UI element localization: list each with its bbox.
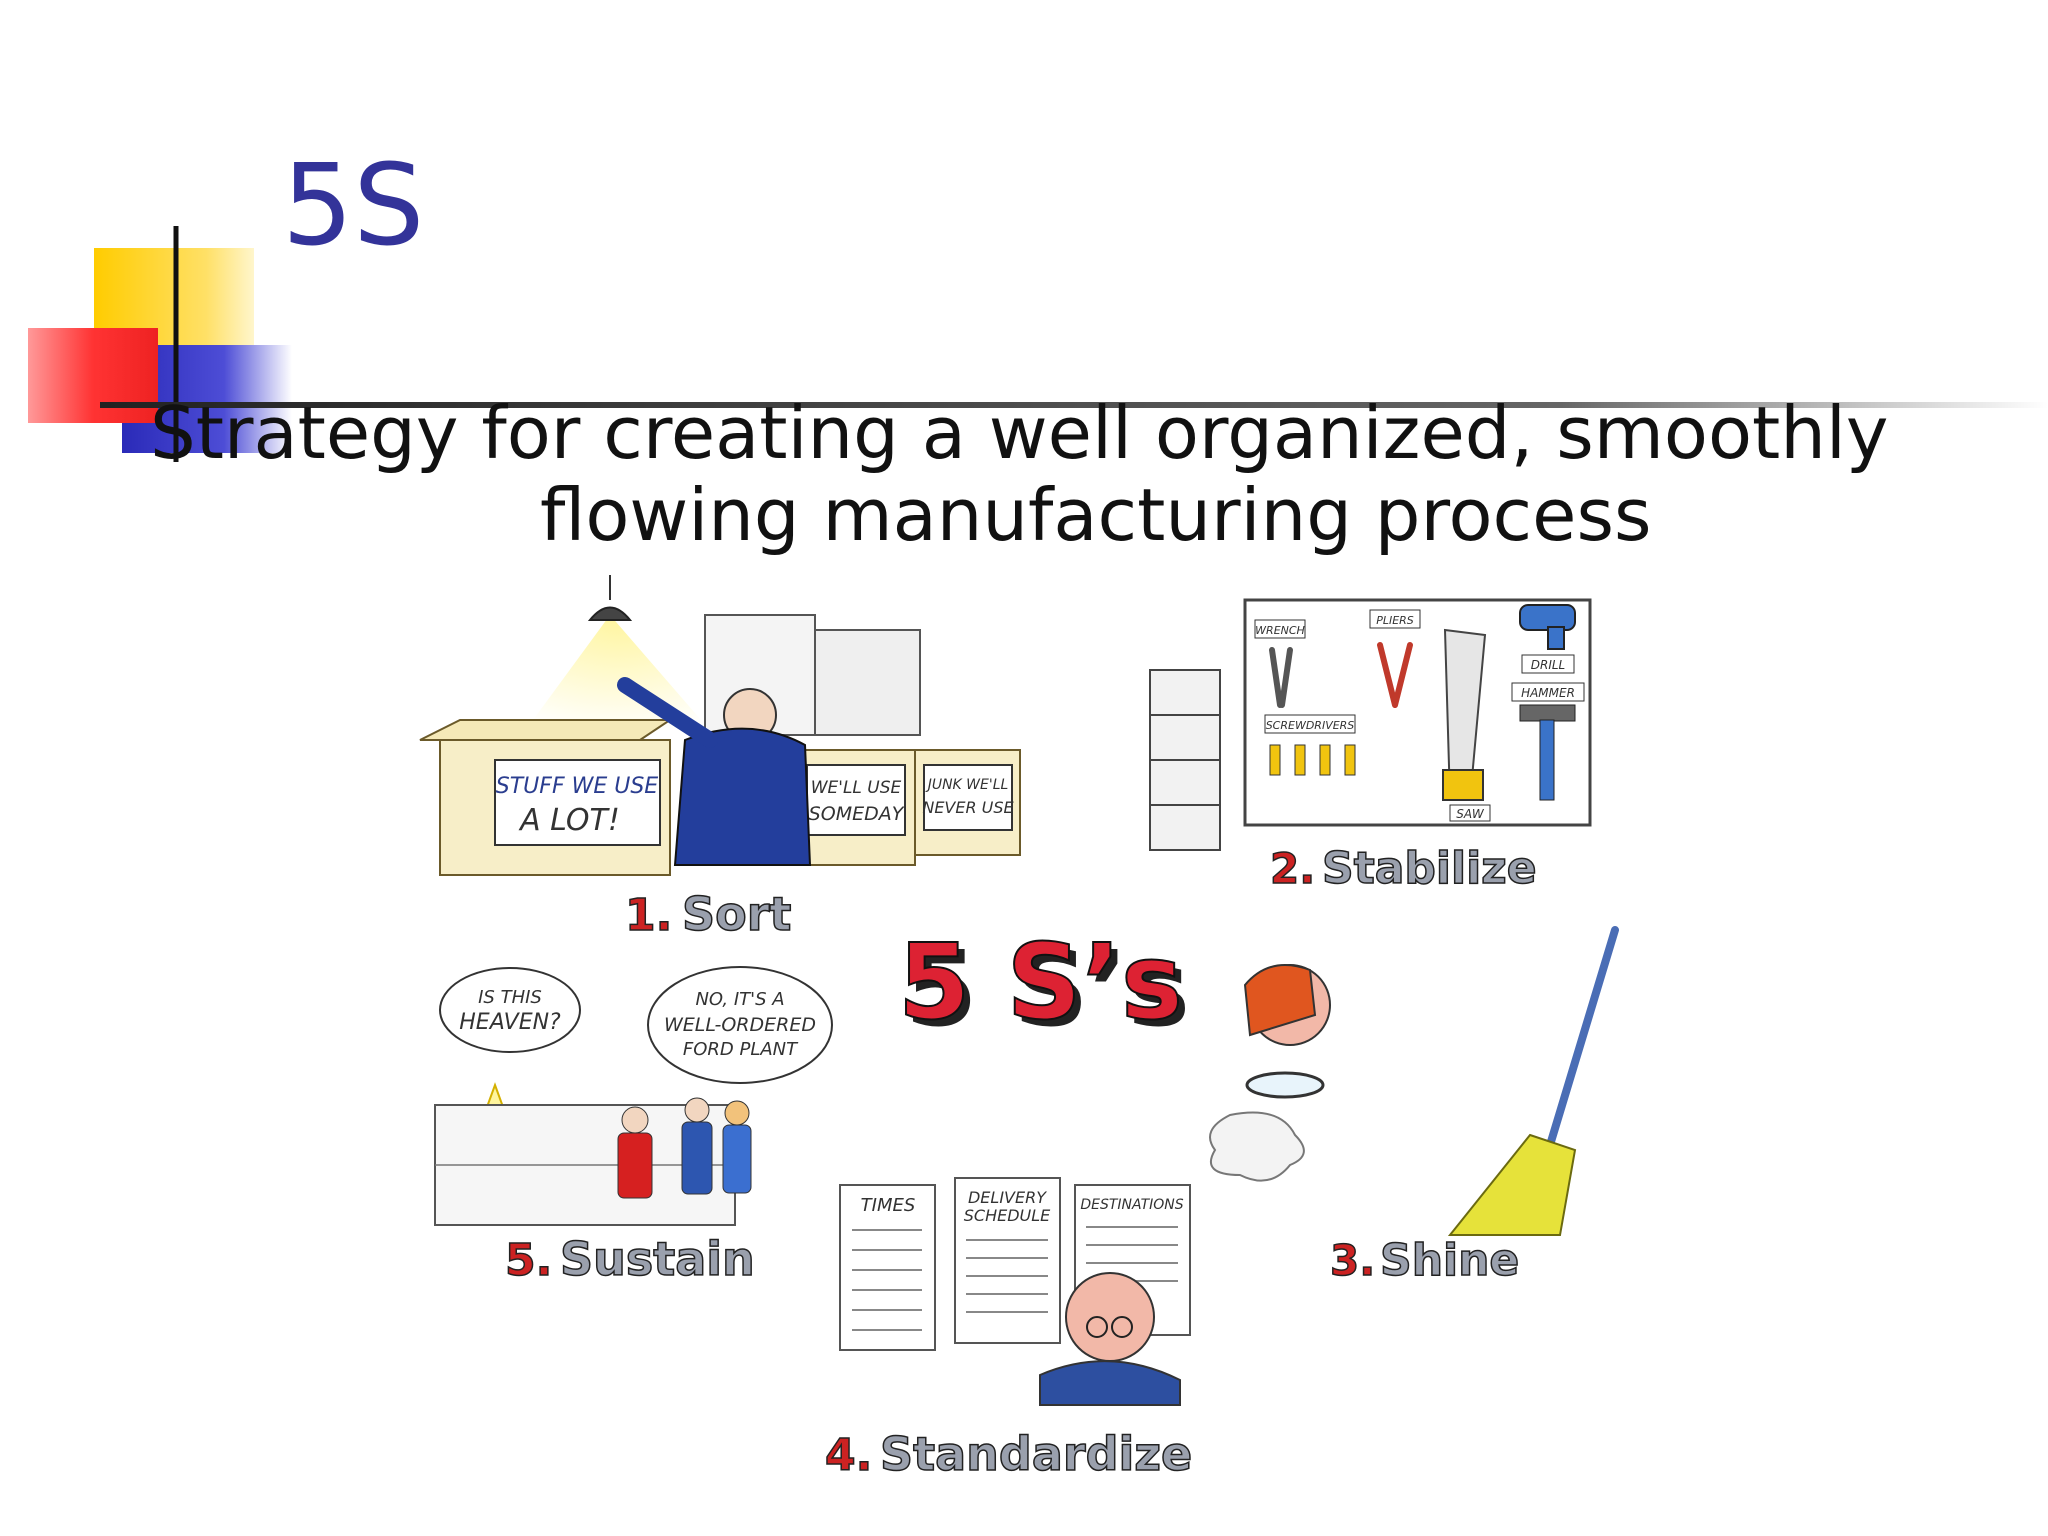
board-delivery-header-line2: SCHEDULE xyxy=(964,1206,1051,1225)
bubble-right-line1: NO, IT'S A xyxy=(695,989,784,1010)
step-1-name: Sort xyxy=(682,887,791,941)
bubble-left-line1: IS THIS xyxy=(478,987,542,1008)
step-5-number: 5. xyxy=(505,1235,552,1286)
step-1-number: 1. xyxy=(625,890,672,941)
subtitle-line-1: Strategy for creating a well organized, … xyxy=(150,391,1889,475)
pegboard-pliers-label: PLIERS xyxy=(1376,614,1414,627)
box1-label-line1: STUFF WE USE xyxy=(496,774,659,799)
panel-shine: 3. Shine xyxy=(1209,926,1619,1287)
subtitle-line-2: flowing manufacturing process xyxy=(540,473,1652,557)
drill-icon xyxy=(1519,604,1576,650)
box-stuff-we-use xyxy=(419,719,674,741)
step-4-number: 4. xyxy=(825,1430,872,1481)
supervisor-icon xyxy=(1039,1272,1181,1406)
bubble-right-line3: FORD PLANT xyxy=(683,1039,799,1060)
center-title-text: 5 S’s xyxy=(898,921,1183,1043)
center-title: 5 S’s 5 S’s xyxy=(897,920,1190,1050)
dust-cloud-icon xyxy=(1209,1111,1305,1182)
worker-sorting-icon xyxy=(617,677,812,866)
workers-icon xyxy=(617,1097,752,1199)
center-title-shadow: 5 S’s xyxy=(905,928,1190,1050)
pegboard-hammer-label: HAMMER xyxy=(1521,686,1575,700)
slide-title: 5S xyxy=(282,141,425,271)
board-times-lines xyxy=(852,1229,922,1331)
wrench-icon xyxy=(1269,647,1293,708)
deco-horizontal-rule xyxy=(100,402,2048,408)
deco-red-square xyxy=(28,328,158,423)
lamp-icon xyxy=(587,606,633,621)
pegboard-drill-label: DRILL xyxy=(1531,658,1566,672)
title-decoration xyxy=(28,226,2048,462)
board-delivery-lines xyxy=(966,1239,1048,1313)
magnifier-icon xyxy=(1245,1071,1325,1099)
broom-handle xyxy=(1546,926,1619,1149)
pegboard-screwdrivers-label: SCREWDRIVERS xyxy=(1266,719,1355,732)
bubble-left-line2: HEAVEN? xyxy=(459,1010,561,1035)
step-3-number: 3. xyxy=(1330,1236,1375,1285)
broom-icon xyxy=(1447,1133,1577,1236)
inspector-icon xyxy=(1243,964,1331,1046)
step-3-name: Shine xyxy=(1380,1235,1519,1286)
box3-label-line2: NEVER USE xyxy=(922,798,1014,817)
board-delivery-header-line1: DELIVERY xyxy=(968,1188,1047,1207)
board-times-header: TIMES xyxy=(861,1195,916,1216)
panel-standardize: TIMES DELIVERY SCHEDULE DESTINATIONS 4. … xyxy=(824,1177,1193,1482)
pegboard-saw-label: SAW xyxy=(1456,807,1485,821)
pliers-icon xyxy=(1377,642,1413,708)
bubble-right-line2: WELL-ORDERED xyxy=(664,1014,816,1036)
hammer-icon xyxy=(1519,704,1576,801)
step-2-number: 2. xyxy=(1270,844,1315,893)
five-s-illustration: STUFF WE USE A LOT! WE'LL USE SOMEDAY JU… xyxy=(419,575,1619,1482)
box3-label-line1: JUNK WE'LL xyxy=(925,777,1009,793)
pegboard-wrench-label: WRENCH xyxy=(1255,624,1305,637)
board-destinations-header: DESTINATIONS xyxy=(1080,1197,1183,1213)
step-4-name: Standardize xyxy=(880,1427,1192,1481)
box2-label-line2: SOMEDAY xyxy=(809,803,905,825)
panel-stabilize: WRENCH PLIERS SCREWDRIVERS SAW DRILL HAM… xyxy=(1149,598,1592,895)
screwdrivers-icon xyxy=(1269,744,1356,776)
slide-subtitle: Strategy for creating a well organized, … xyxy=(150,392,2030,556)
step-5-name: Sustain xyxy=(560,1232,755,1286)
panel-sort: STUFF WE USE A LOT! WE'LL USE SOMEDAY JU… xyxy=(419,575,1021,942)
panel-sustain: IS THIS HEAVEN? NO, IT'S A WELL-ORDERED … xyxy=(434,966,833,1287)
step-2-name: Stabilize xyxy=(1322,843,1537,894)
box1-label-line2: A LOT! xyxy=(518,803,620,838)
box2-label-line1: WE'LL USE xyxy=(811,778,902,798)
